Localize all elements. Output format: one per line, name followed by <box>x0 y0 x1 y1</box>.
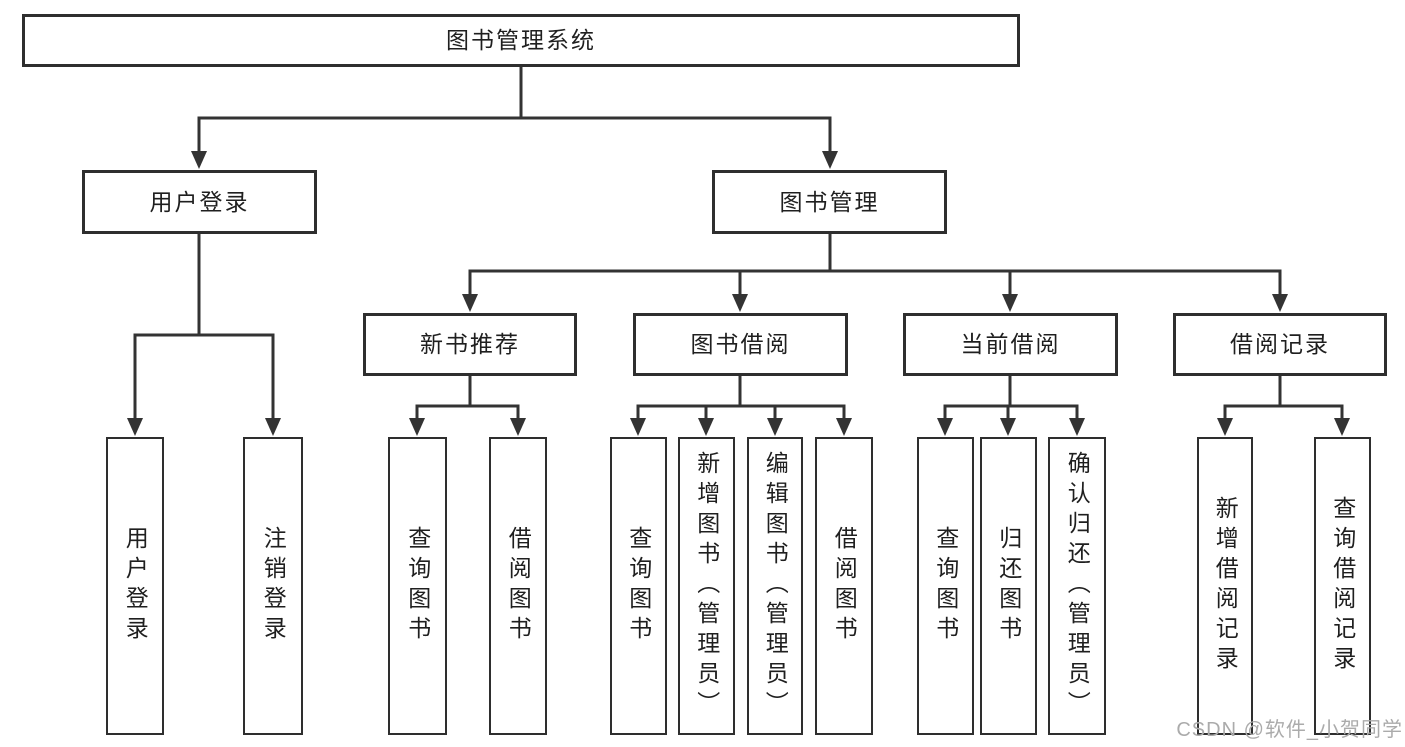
arrowhead <box>462 294 478 312</box>
leaf-return-books: 归还图书 <box>980 437 1037 735</box>
arrowhead <box>767 418 783 436</box>
node-user-login-label: 用户登录 <box>149 188 250 215</box>
leaf-add-borrow-record: 新增借阅记录 <box>1197 437 1253 735</box>
leaf-borrow-books-recommend: 借阅图书 <box>489 437 547 735</box>
node-root: 图书管理系统 <box>22 14 1020 67</box>
leaf-query-books-recommend-label: 查询图书 <box>404 526 431 646</box>
arrowhead <box>1002 294 1018 312</box>
node-book-management: 图书管理 <box>712 170 947 234</box>
arrowhead <box>698 418 714 436</box>
node-new-book-recommend: 新书推荐 <box>363 313 577 376</box>
leaf-user-login: 用户登录 <box>106 437 164 735</box>
leaf-query-borrow-record-label: 查询借阅记录 <box>1329 496 1356 676</box>
arrowhead <box>1217 418 1233 436</box>
arrowhead <box>409 418 425 436</box>
csdn-watermark: CSDN @软件_小贺同学 <box>1176 719 1403 741</box>
leaf-query-borrow-record: 查询借阅记录 <box>1314 437 1371 735</box>
leaf-add-books-admin-label: 新增图书（管理员） <box>693 451 720 721</box>
leaf-edit-books-admin-label: 编辑图书（管理员） <box>762 451 789 721</box>
node-new-book-recommend-label: 新书推荐 <box>420 331 520 357</box>
arrowhead <box>510 418 526 436</box>
leaf-query-books-borrow-label: 查询图书 <box>625 526 652 646</box>
leaf-user-login-label: 用户登录 <box>122 526 149 646</box>
node-book-borrow: 图书借阅 <box>633 313 848 376</box>
arrowhead <box>836 418 852 436</box>
arrowhead <box>1334 418 1350 436</box>
leaf-confirm-return-admin: 确认归还（管理员） <box>1048 437 1106 735</box>
arrowhead <box>265 418 281 436</box>
leaf-query-books-current-label: 查询图书 <box>932 526 959 646</box>
leaf-query-books-recommend: 查询图书 <box>388 437 447 735</box>
leaf-return-books-label: 归还图书 <box>995 526 1022 646</box>
leaf-query-books-current: 查询图书 <box>917 437 974 735</box>
leaf-borrow-books-label: 借阅图书 <box>831 526 858 646</box>
node-current-borrow-label: 当前借阅 <box>960 331 1061 357</box>
node-current-borrow: 当前借阅 <box>903 313 1118 376</box>
leaf-add-borrow-record-label: 新增借阅记录 <box>1212 496 1239 676</box>
leaf-logout: 注销登录 <box>243 437 303 735</box>
arrowhead <box>191 151 207 169</box>
arrowhead <box>127 418 143 436</box>
node-borrow-records: 借阅记录 <box>1173 313 1387 376</box>
arrowhead <box>1272 294 1288 312</box>
leaf-confirm-return-admin-label: 确认归还（管理员） <box>1064 451 1091 721</box>
arrowhead <box>822 151 838 169</box>
arrowhead <box>732 294 748 312</box>
arrowhead <box>630 418 646 436</box>
arrowhead <box>1000 418 1016 436</box>
arrowhead <box>937 418 953 436</box>
arrowhead <box>1069 418 1085 436</box>
leaf-query-books-borrow: 查询图书 <box>610 437 667 735</box>
leaf-edit-books-admin: 编辑图书（管理员） <box>747 437 803 735</box>
node-book-management-label: 图书管理 <box>779 188 880 215</box>
node-user-login: 用户登录 <box>82 170 317 234</box>
node-root-label: 图书管理系统 <box>446 27 596 53</box>
leaf-borrow-books-recommend-label: 借阅图书 <box>505 526 532 646</box>
node-borrow-records-label: 借阅记录 <box>1230 331 1330 357</box>
leaf-add-books-admin: 新增图书（管理员） <box>678 437 735 735</box>
leaf-logout-label: 注销登录 <box>260 526 287 646</box>
tree-edges <box>133 65 1344 420</box>
node-book-borrow-label: 图书借阅 <box>690 331 791 357</box>
leaf-borrow-books: 借阅图书 <box>815 437 873 735</box>
